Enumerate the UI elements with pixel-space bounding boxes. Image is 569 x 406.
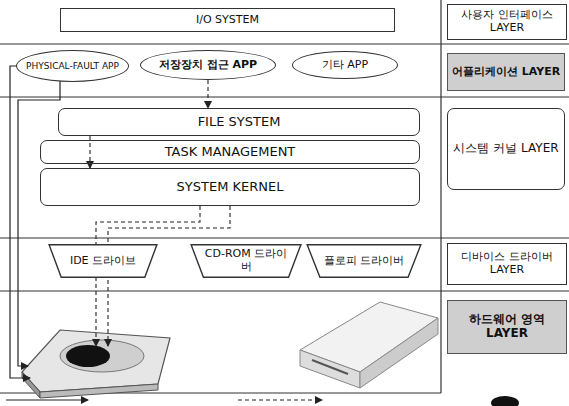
node-label: CD-ROM 드라이버 — [190, 248, 302, 273]
direct-path — [10, 66, 60, 378]
node-label: 디바이스 드라이버 LAYER — [448, 251, 566, 276]
kernel-box: FILE SYSTEM — [58, 108, 420, 136]
app-oval: 저장장치 접근 APP — [140, 50, 276, 80]
app-oval: PHYSICAL-FAULT APP — [16, 50, 129, 82]
layer-label: 사용자 인터페이스 LAYER — [447, 4, 567, 40]
node-label: SYSTEM KERNEL — [174, 180, 287, 195]
node-label: 하드웨어 영역 LAYER — [448, 313, 566, 341]
kernel-box: SYSTEM KERNEL — [40, 168, 420, 206]
layer-label: 하드웨어 영역 LAYER — [447, 300, 567, 354]
node-label: FILE SYSTEM — [195, 115, 284, 130]
node-label: 플로피 드라이버 — [312, 255, 417, 268]
legend-samples — [6, 396, 519, 406]
node-label: TASK MANAGEMENT — [162, 145, 299, 160]
app-oval: 기타 APP — [292, 51, 398, 79]
layer-label: 어플리케이션 LAYER — [447, 53, 565, 91]
driver-shape: 플로피 드라이버 — [306, 244, 422, 278]
node-label: 사용자 인터페이스 LAYER — [448, 9, 566, 34]
layer-label: 시스템 커널 LAYER — [447, 108, 565, 190]
floppy-drive — [300, 302, 438, 388]
node-label: PHYSICAL-FAULT APP — [18, 61, 127, 71]
node-label: 어플리케이션 LAYER — [449, 66, 563, 79]
layer-label: 디바이스 드라이버 LAYER — [447, 243, 567, 285]
driver-shape: CD-ROM 드라이버 — [190, 244, 302, 278]
node-label: 기타 APP — [314, 59, 376, 72]
node-label: IDE 드라이브 — [58, 255, 148, 268]
layer-rules — [0, 0, 569, 393]
node-label: 저장장치 접근 APP — [151, 59, 265, 72]
dashed-connector — [207, 80, 208, 108]
node-label: 시스템 커널 LAYER — [450, 142, 561, 156]
driver-shape: IDE 드라이브 — [48, 244, 158, 278]
kernel-box: TASK MANAGEMENT — [40, 140, 420, 164]
node-label: I/O SYSTEM — [193, 14, 262, 27]
io-box: I/O SYSTEM — [60, 8, 395, 32]
